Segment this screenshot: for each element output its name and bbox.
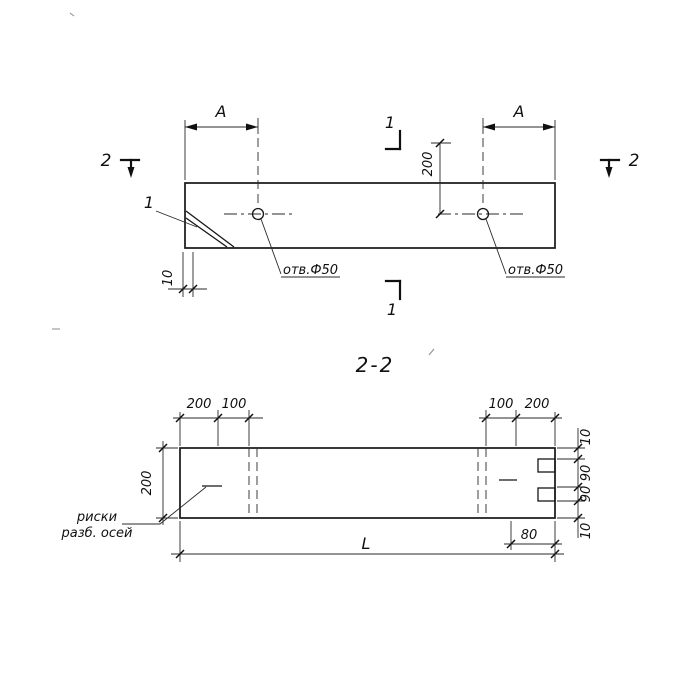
dim-text: 200	[140, 471, 155, 496]
beam-outline-section	[179, 447, 556, 519]
dim-tick	[435, 138, 445, 148]
leader-line	[485, 218, 507, 275]
leader-line	[260, 218, 282, 275]
section-1-label-bottom: 1	[387, 300, 397, 319]
arrowhead	[185, 123, 197, 131]
dim-tick	[178, 284, 188, 294]
arrowhead	[543, 123, 555, 131]
dim-tick	[188, 284, 198, 294]
arrowhead	[246, 123, 258, 131]
dim-tick	[573, 482, 583, 492]
dim-tick	[244, 413, 254, 423]
hole-callout-left: отв.Ф50	[283, 263, 338, 278]
dim-tick	[481, 413, 491, 423]
dim-tick	[573, 443, 583, 453]
axes-callout-line2: разб. осей	[61, 526, 133, 541]
detail-1-label: 1	[144, 193, 154, 212]
leader-line	[155, 210, 198, 228]
dim-tick	[550, 413, 560, 423]
dim-tick	[158, 513, 168, 523]
dim-text-a-left: A	[215, 102, 227, 121]
dim-text: 100	[489, 397, 514, 412]
section-view-2-2: 2-2 200 100 100 200	[61, 353, 594, 562]
dim-text-length: L	[362, 534, 371, 553]
dim-tick	[573, 454, 583, 464]
dim-tick	[158, 443, 168, 453]
dim-tick	[573, 513, 583, 523]
dim-text: 90	[579, 465, 594, 482]
dim-text-a-right: A	[513, 102, 525, 121]
dim-tick	[573, 496, 583, 506]
slot-lower	[537, 487, 556, 502]
leader-line	[122, 486, 207, 525]
section-1-label-top: 1	[385, 113, 395, 132]
corner-detail-triangle-inner	[185, 217, 228, 248]
arrowhead	[483, 123, 495, 131]
dim-text: 90	[579, 486, 594, 503]
dim-tick	[550, 539, 560, 549]
corner-detail-triangle	[185, 210, 235, 248]
dim-text: 200	[187, 397, 212, 412]
dim-tick	[550, 549, 560, 559]
section-arrow	[127, 167, 135, 178]
dim-text-80: 80	[521, 528, 538, 543]
scan-artifact	[428, 348, 435, 356]
dim-text: 100	[222, 397, 247, 412]
hole-callout-right: отв.Ф50	[508, 263, 563, 278]
dim-tick	[175, 413, 185, 423]
axes-callout-line1: риски	[76, 510, 117, 525]
dim-text-10: 10	[161, 270, 176, 287]
scan-artifacts	[52, 12, 435, 356]
dim-text: 10	[579, 523, 594, 540]
top-view-plan: A A 2 2 1 1 200	[101, 102, 640, 319]
hole-right	[476, 207, 490, 221]
scan-artifact	[69, 12, 75, 17]
dim-tick	[511, 413, 521, 423]
dim-tick	[213, 413, 223, 423]
section-arrow	[605, 167, 613, 178]
dim-text-200: 200	[421, 152, 436, 177]
section-title: 2-2	[356, 353, 395, 377]
hole-left	[251, 207, 265, 221]
beam-outline-plan	[184, 182, 556, 249]
dim-tick	[506, 539, 516, 549]
section-2-label-right: 2	[629, 151, 640, 171]
slot-upper	[537, 458, 556, 473]
dim-tick	[175, 549, 185, 559]
dim-text: 200	[525, 397, 550, 412]
dim-tick	[435, 209, 445, 219]
section-2-label-left: 2	[101, 151, 112, 171]
dim-text: 10	[579, 429, 594, 446]
